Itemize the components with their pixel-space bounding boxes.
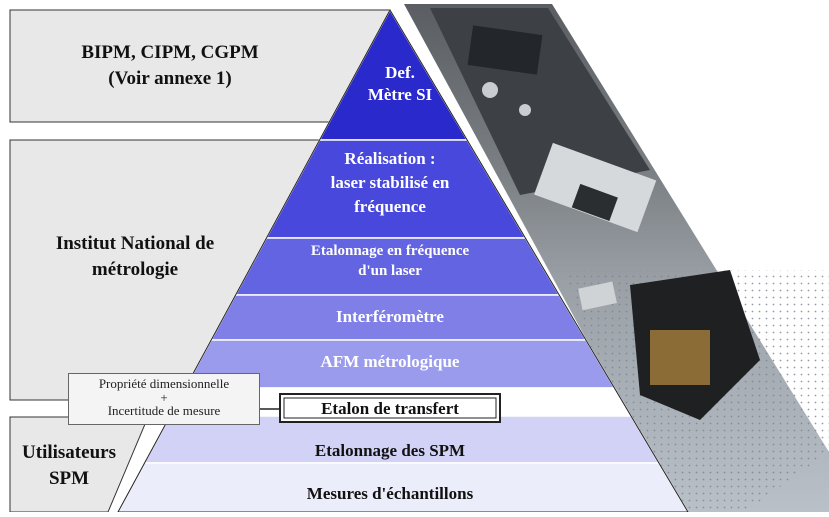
tier-etalon-transfert-label: Etalon de transfert <box>280 398 500 420</box>
tier-interferometre-label: Interféromètre <box>240 306 540 328</box>
users-line-1: Utilisateurs <box>22 442 116 463</box>
note-line-1: Propriété dimensionnelle <box>98 376 230 391</box>
international-label: BIPM, CIPM, CGPM (Voir annexe 1) <box>20 40 320 91</box>
tier-etalonnage-spm-line-1: Etalonnage des SPM <box>314 441 466 460</box>
national-line-1: Institut National de <box>55 233 215 254</box>
international-line-2: (Voir annexe 1) <box>108 67 232 89</box>
etalon-transfert-inner-box <box>283 397 497 419</box>
tier-realisation-line-2: laser stabilisé en <box>330 173 450 193</box>
tier-etalon-transfert-line-1: Etalon de transfert <box>321 399 459 418</box>
tier-realisation-line-3: fréquence <box>354 197 426 217</box>
national-line-2: métrologie <box>91 258 179 280</box>
tier-realisation-line-1: Réalisation : <box>344 149 436 168</box>
tier-etalonnage-laser-label: Etalonnage en fréquence d'un laser <box>240 242 540 281</box>
tier-interferometre-line-1: Interféromètre <box>336 307 444 326</box>
apex-line-2: Mètre SI <box>367 85 433 105</box>
pyramid <box>116 8 690 513</box>
tier-afm-label: AFM métrologique <box>240 351 540 373</box>
tier-mesures-line-1: Mesures d'échantillons <box>306 484 474 503</box>
users-label: Utilisateurs SPM <box>14 440 124 491</box>
national-label: Institut National de métrologie <box>20 231 250 282</box>
etalon-transfert-box <box>279 393 501 423</box>
tier-etalonnage-laser-line-2: d'un laser <box>358 262 422 279</box>
note-line-3: Incertitude de mesure <box>107 403 221 419</box>
tier-etalonnage-laser-line-1: Etalonnage en fréquence <box>310 243 470 259</box>
users-line-2: SPM <box>48 467 90 489</box>
dimension-note: Propriété dimensionnelle + Incertitude d… <box>68 373 260 425</box>
tier-mesures-label: Mesures d'échantillons <box>240 483 540 505</box>
international-line-1: BIPM, CIPM, CGPM <box>81 42 259 63</box>
apex-label: Def. Mètre SI <box>340 62 460 106</box>
tier-etalonnage-spm-label: Etalonnage des SPM <box>240 440 540 462</box>
photo-strip <box>404 4 829 512</box>
note-line-2: + <box>160 389 168 405</box>
apex-line-1: Def. <box>385 63 415 82</box>
tier-afm-line-1: AFM métrologique <box>320 352 460 371</box>
tier-realisation-label: Réalisation : laser stabilisé en fréquen… <box>260 147 520 219</box>
